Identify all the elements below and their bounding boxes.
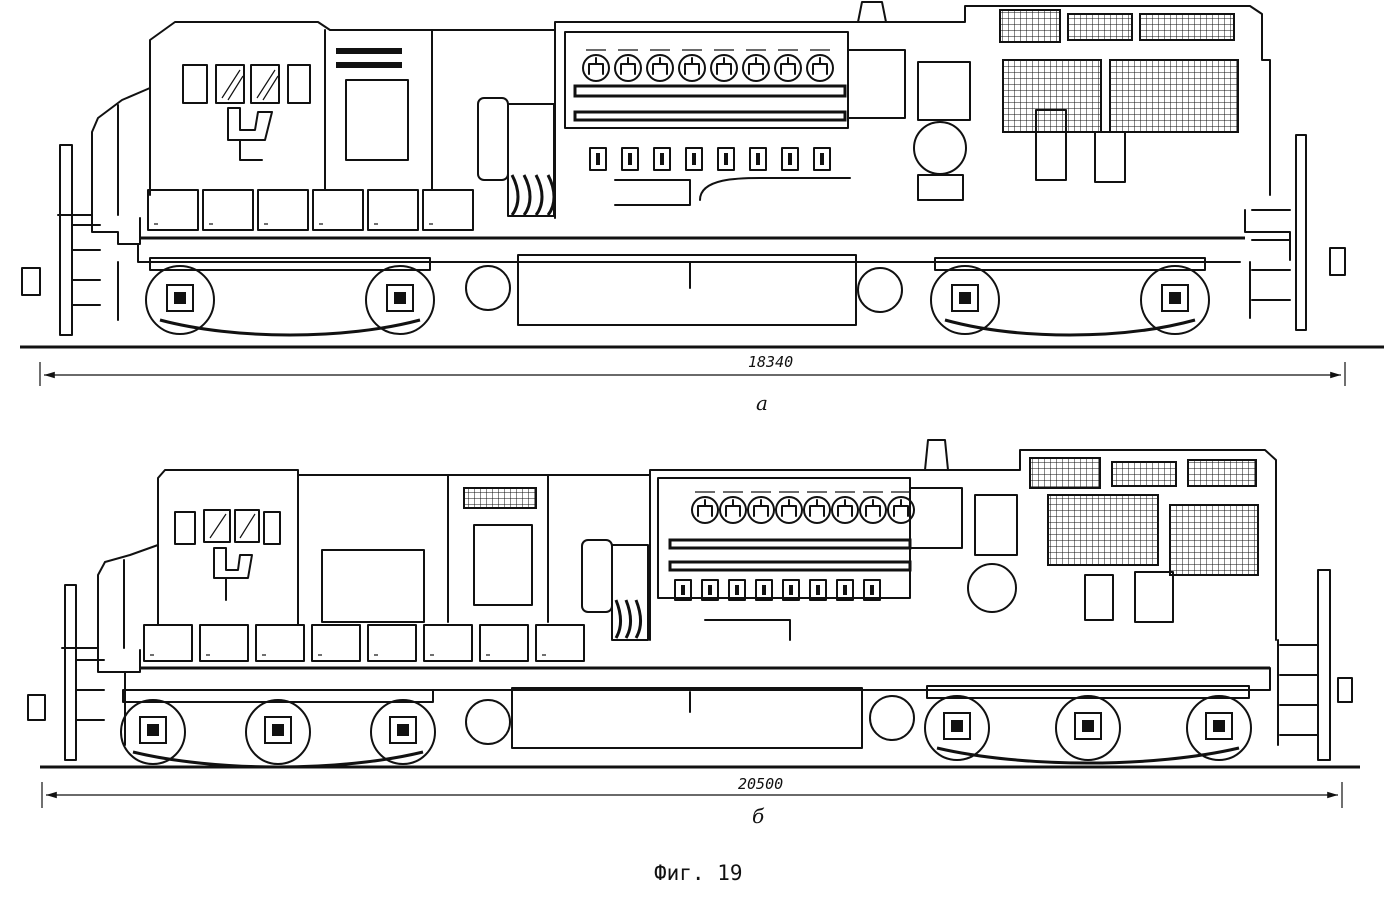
exhaust-stack-b xyxy=(924,439,949,471)
battery-boxes-a xyxy=(147,189,474,231)
cab-windows-a xyxy=(182,64,311,104)
main-generator-a xyxy=(477,97,556,217)
bogie-rear-a xyxy=(930,257,1210,337)
driver-seat-a xyxy=(227,107,273,161)
exhaust-stack-a xyxy=(857,1,887,23)
cooling-section-b xyxy=(1029,457,1259,623)
figure-caption: Фиг. 19 xyxy=(654,861,743,885)
main-generator-b xyxy=(581,539,649,641)
locomotive-view-b: 20500 б xyxy=(27,439,1360,828)
bogie-front-a xyxy=(145,257,435,337)
driver-seat-b xyxy=(213,547,253,601)
diesel-engine-b xyxy=(657,477,963,641)
view-letter-b: б xyxy=(752,804,765,828)
diesel-engine-a xyxy=(564,31,906,206)
fuel-tank-a xyxy=(517,254,857,326)
battery-boxes-b xyxy=(143,624,585,662)
bogie-front-b xyxy=(120,689,436,769)
view-letter-a: а xyxy=(756,391,768,415)
dimension-label-a: 18340 xyxy=(748,353,793,371)
bogie-rear-b xyxy=(924,685,1252,765)
cooling-section-a xyxy=(999,9,1239,183)
dimension-label-b: 20500 xyxy=(738,775,783,793)
locomotive-view-a: 18340 а xyxy=(20,1,1384,415)
fuel-tank-b xyxy=(511,687,863,749)
cab-windows-b xyxy=(174,509,281,545)
